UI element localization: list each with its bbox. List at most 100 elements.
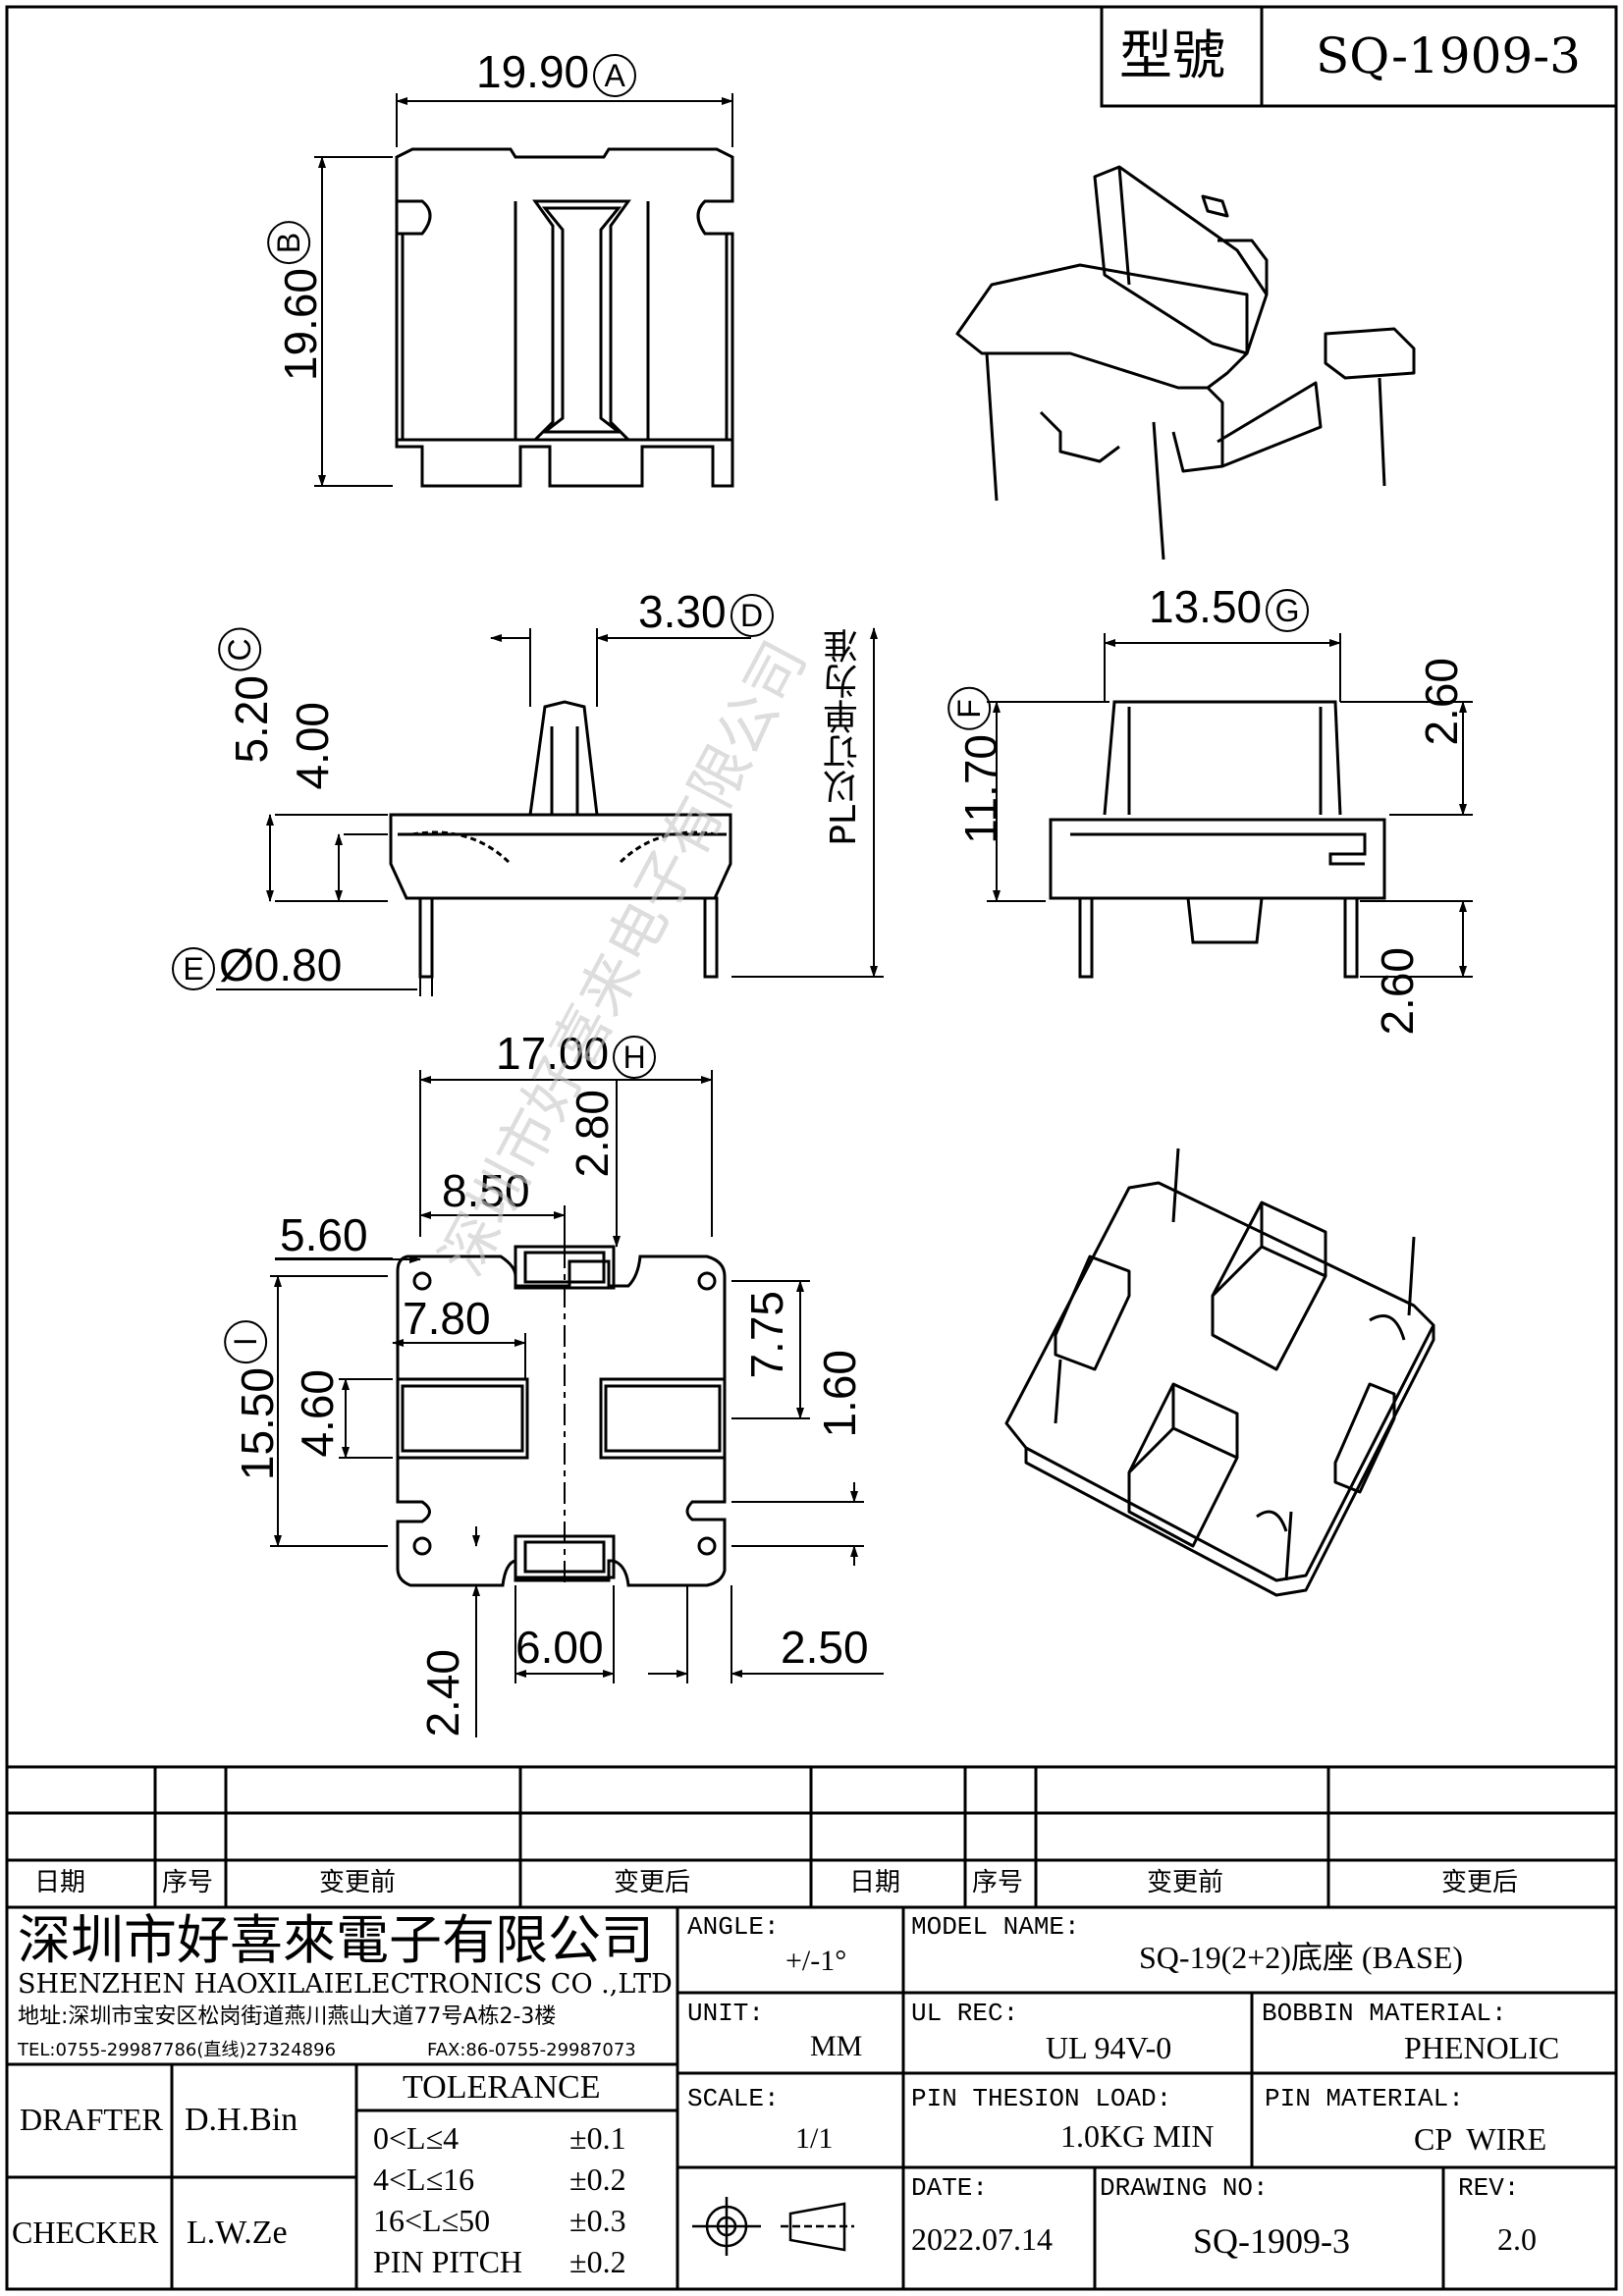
rev-hdr-date-2: 日期 <box>849 1868 901 1897</box>
rev-hdr-after-2: 变更后 <box>1441 1868 1519 1897</box>
dim-b-label: 19.60B <box>267 221 327 382</box>
model-number-title: SQ-1909-3 <box>1316 27 1581 84</box>
unit-value: MM <box>810 2030 863 2062</box>
dim-h-775: 7.75 <box>741 1291 792 1379</box>
dim-h-560: 5.60 <box>280 1209 368 1260</box>
dim-f-label: 11.70F <box>947 687 1007 844</box>
page-border <box>5 5 1618 2291</box>
bottom-view <box>396 1245 727 1587</box>
pin-load-label: PIN THESION LOAD: <box>911 2084 1172 2113</box>
iso-view-bottom <box>1004 1148 1435 1597</box>
drafter-label: DRAFTER <box>20 2102 163 2137</box>
company-address: 地址:深圳市宝安区松岗街道燕川燕山大道77号A栋2-3楼 <box>18 2004 557 2029</box>
tolerance-title: TOLERANCE <box>403 2069 601 2106</box>
model-title-box <box>1100 5 1618 108</box>
dim-c-label: 5.20C <box>218 628 278 764</box>
drawing-no-value: SQ-1909-3 <box>1193 2221 1350 2261</box>
dim-bottom <box>270 1070 884 1737</box>
rev-hdr-seq-1: 序号 <box>162 1868 214 1897</box>
scale-value: 1/1 <box>795 2122 834 2155</box>
model-name-value: SQ-19(2+2)底座 (BASE) <box>1139 1940 1464 1975</box>
dim-h-160: 1.60 <box>814 1350 865 1438</box>
tolerance-range-3: 16<L≤50 <box>373 2203 491 2238</box>
unit-label: UNIT: <box>687 1999 765 2028</box>
dim-front <box>987 633 1473 978</box>
dim-b-tag: B <box>267 221 310 264</box>
dim-g-tag: G <box>1266 588 1310 632</box>
pin-material-label: PIN MATERIAL: <box>1265 2084 1464 2113</box>
tolerance-value-4: ±0.2 <box>569 2244 626 2279</box>
tolerance-value-2: ±0.2 <box>569 2162 626 2197</box>
dim-b-250: 2.50 <box>781 1622 869 1673</box>
dim-i-tag: I <box>224 1320 267 1363</box>
dim-h-tag: H <box>613 1035 657 1079</box>
company-name-cn: 深圳市好喜來電子有限公司 <box>18 1909 654 1971</box>
scale-label: SCALE: <box>687 2084 780 2113</box>
projection-symbol <box>692 2197 854 2256</box>
ul-label: UL REC: <box>911 1999 1019 2028</box>
dim-b-600: 6.00 <box>515 1622 604 1673</box>
tolerance-range-1: 0<L≤4 <box>373 2120 460 2156</box>
rev-hdr-date-1: 日期 <box>34 1868 86 1897</box>
bobbin-label: BOBBIN MATERIAL: <box>1262 1999 1507 2028</box>
checker-name: L.W.Ze <box>187 2215 288 2251</box>
bobbin-value: PHENOLIC <box>1404 2030 1560 2065</box>
dim-d-value: 3.30 <box>638 586 727 637</box>
ul-value: UL 94V-0 <box>1046 2030 1172 2065</box>
dim-i-value: 15.50 <box>232 1367 284 1481</box>
pin-load-value: 1.0KG MIN <box>1060 2118 1215 2154</box>
dim-e-value: Ø0.80 <box>219 939 343 990</box>
tolerance-range-4: PIN PITCH <box>373 2244 523 2279</box>
dim-side <box>216 627 884 996</box>
dim-c-value: 5.20 <box>226 675 278 764</box>
title-block-grid <box>7 1765 1616 2289</box>
angle-label: ANGLE: <box>687 1912 780 1942</box>
front-view <box>1049 700 1386 979</box>
rev-hdr-before-2: 变更前 <box>1147 1868 1224 1897</box>
dim-h-460: 4.60 <box>292 1369 343 1458</box>
dim-f-top: 2.60 <box>1416 658 1467 746</box>
dim-c-tag: C <box>218 628 261 671</box>
dim-a-tag: A <box>593 53 637 97</box>
angle-value: +/-1° <box>785 1945 847 1977</box>
pin-material-value: CP WIRE <box>1414 2121 1547 2157</box>
dim-h-780: 7.80 <box>403 1293 491 1344</box>
dim-g-value: 13.50 <box>1149 581 1263 632</box>
dim-i-label: 15.50I <box>224 1320 284 1481</box>
rev-label: REV: <box>1458 2173 1520 2203</box>
dim-c-inner: 4.00 <box>287 702 338 790</box>
side-view <box>389 700 732 979</box>
drafter-name: D.H.Bin <box>185 2102 298 2138</box>
drawing-no-label: DRAWING NO: <box>1100 2173 1269 2203</box>
tolerance-range-2: 4<L≤16 <box>373 2162 475 2197</box>
dim-b-240: 2.40 <box>417 1649 468 1737</box>
type-label: 型號 <box>1119 25 1225 86</box>
dim-f-bottom: 2.60 <box>1372 947 1423 1036</box>
dim-f-value: 11.70 <box>955 734 1007 844</box>
date-value: 2022.07.14 <box>911 2221 1053 2257</box>
tolerance-value-1: ±0.1 <box>569 2120 626 2156</box>
dim-e-tag: E <box>172 946 215 990</box>
rev-hdr-after-1: 变更后 <box>614 1868 691 1897</box>
dim-h-850: 8.50 <box>442 1165 530 1216</box>
checker-label: CHECKER <box>12 2215 159 2250</box>
dim-a <box>314 93 733 487</box>
pl-note: PL以订单为准 <box>824 628 864 846</box>
iso-view-top <box>955 165 1416 561</box>
company-name-en: SHENZHEN HAOXILAIELECTRONICS CO .,LTD <box>18 1969 673 2000</box>
company-tel: TEL:0755-29987786(直线)27324896 <box>18 2040 337 2060</box>
model-name-label: MODEL NAME: <box>911 1912 1080 1942</box>
dim-b-value: 19.60 <box>275 268 327 382</box>
top-view <box>395 147 734 488</box>
dim-d-tag: D <box>730 593 774 637</box>
rev-value: 2.0 <box>1497 2221 1537 2257</box>
date-label: DATE: <box>911 2173 989 2203</box>
rev-hdr-before-1: 变更前 <box>319 1868 397 1897</box>
rev-hdr-seq-2: 序号 <box>972 1868 1024 1897</box>
